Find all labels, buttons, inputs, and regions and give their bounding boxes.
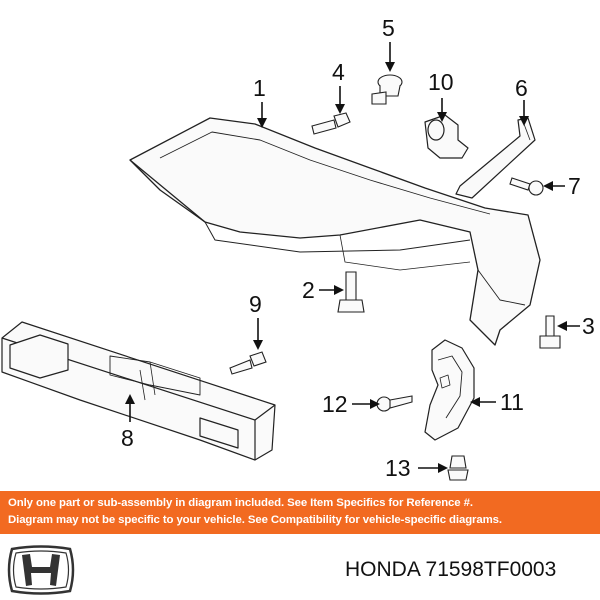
callout-4: 4 <box>332 59 345 85</box>
bumper-bracket <box>424 339 475 441</box>
parking-sensor <box>424 114 469 159</box>
bolt-3 <box>539 315 561 349</box>
bumper-strip <box>455 117 536 199</box>
honda-h-logo-icon <box>7 545 75 595</box>
disclaimer-line-2: Diagram may not be specific to your vehi… <box>8 514 502 526</box>
callout-10: 10 <box>428 69 454 95</box>
leader-lines <box>125 42 580 473</box>
callout-11: 11 <box>500 389 524 415</box>
clip-13 <box>447 455 469 481</box>
part-number-label: HONDA 71598TF0003 <box>345 558 557 581</box>
callout-numbers: 1 2 3 4 5 6 7 8 9 10 11 12 13 <box>121 15 595 481</box>
clip-5 <box>371 74 403 105</box>
disclaimer-line-1: Only one part or sub-assembly in diagram… <box>8 497 473 509</box>
callout-9: 9 <box>249 291 262 317</box>
bumper-absorber <box>1 321 276 461</box>
disclaimer-banner: Only one part or sub-assembly in diagram… <box>0 491 600 534</box>
bumper-cover <box>129 117 541 346</box>
callout-12: 12 <box>322 391 348 417</box>
callout-5: 5 <box>382 15 395 41</box>
bolt-7 <box>509 177 544 196</box>
bolt-2 <box>337 271 365 313</box>
bolt-4 <box>311 112 351 135</box>
callout-13: 13 <box>385 455 411 481</box>
parts-diagram: 1 2 3 4 5 6 7 8 9 10 11 12 13 <box>1 15 595 481</box>
callout-1: 1 <box>253 75 266 101</box>
callout-6: 6 <box>515 75 528 101</box>
bolt-9 <box>229 351 267 375</box>
screw-12 <box>376 395 413 412</box>
callout-8: 8 <box>121 425 134 451</box>
callout-3: 3 <box>582 313 595 339</box>
callout-2: 2 <box>302 277 315 303</box>
callout-7: 7 <box>568 173 581 199</box>
